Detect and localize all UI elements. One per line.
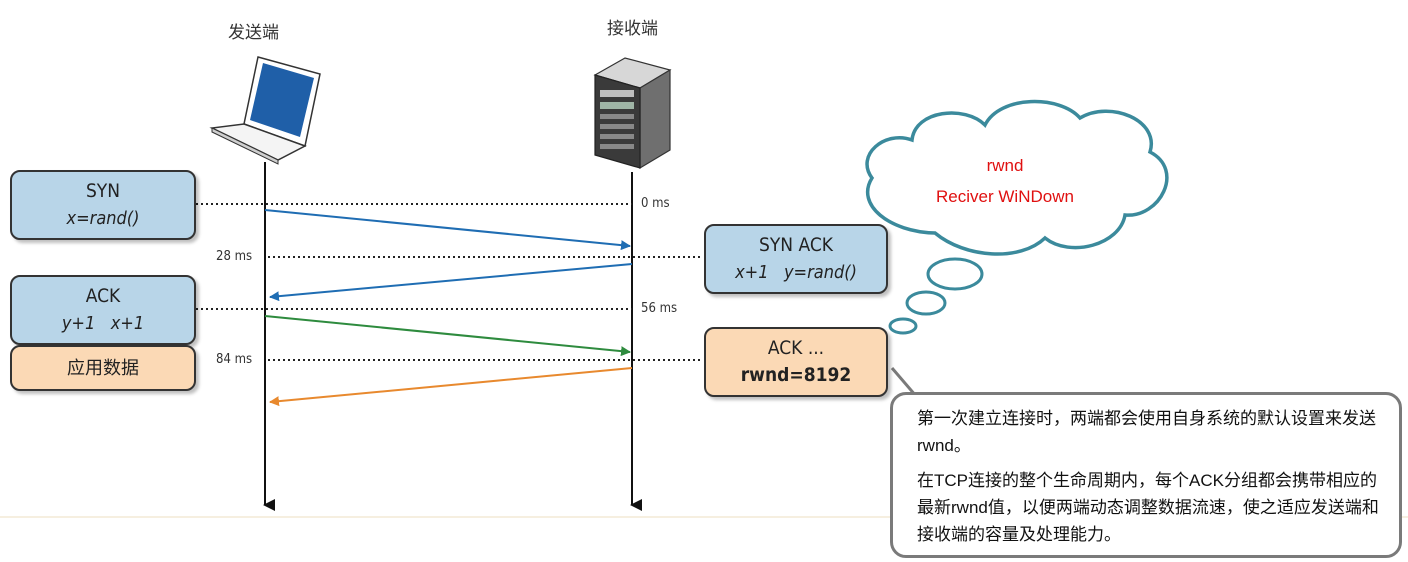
syn-box-detail: x=rand() bbox=[66, 208, 140, 229]
ack-box: ACK y+1 x+1 bbox=[10, 275, 196, 345]
time-label-84: 84 ms bbox=[216, 352, 253, 367]
server-icon bbox=[593, 57, 672, 170]
receiver-label: 接收端 bbox=[607, 19, 658, 39]
syn-arrow bbox=[264, 209, 631, 251]
ack-box-detail: y+1 x+1 bbox=[61, 313, 145, 334]
time-label-56: 56 ms bbox=[641, 301, 678, 316]
syn-ack-box: SYN ACK x+1 y=rand() bbox=[704, 224, 888, 294]
ack-box-title: ACK bbox=[85, 285, 121, 307]
explanation-callout: 第一次建立连接时，两端都会使用自身系统的默认设置来发送rwnd。 在TCP连接的… bbox=[890, 392, 1402, 558]
time-label-0: 0 ms bbox=[641, 196, 670, 211]
syn-ack-box-title: SYN ACK bbox=[758, 234, 833, 256]
ack-arrow bbox=[264, 315, 631, 357]
sender-label: 发送端 bbox=[228, 23, 279, 43]
ack-rwnd-box-value: rwnd=8192 bbox=[740, 364, 852, 386]
callout-paragraph-2: 在TCP连接的整个生命周期内，每个ACK分组都会携带相应的最新rwnd值，以便两… bbox=[917, 471, 1379, 544]
rwnd-arrow bbox=[269, 367, 633, 407]
syn-ack-box-detail: x+1 y=rand() bbox=[735, 262, 857, 283]
laptop-icon bbox=[209, 56, 321, 165]
app-data-box: 应用数据 bbox=[10, 345, 196, 391]
app-data-label: 应用数据 bbox=[67, 357, 139, 379]
cloud-rwnd-label: rwnd bbox=[986, 156, 1024, 175]
syn-ack-arrow bbox=[269, 263, 633, 302]
ack-rwnd-box: ACK ... rwnd=8192 bbox=[704, 327, 888, 397]
time-label-28: 28 ms bbox=[216, 249, 253, 264]
time-gridlines bbox=[196, 203, 702, 361]
cloud-rwnd-expansion: Reciver WiNDown bbox=[936, 187, 1074, 206]
ack-rwnd-box-title: ACK ... bbox=[767, 337, 825, 359]
thought-cloud bbox=[865, 99, 1169, 335]
callout-paragraph-1: 第一次建立连接时，两端都会使用自身系统的默认设置来发送rwnd。 bbox=[917, 409, 1376, 455]
syn-box: SYN x=rand() bbox=[10, 170, 196, 240]
syn-box-title: SYN bbox=[85, 180, 121, 202]
